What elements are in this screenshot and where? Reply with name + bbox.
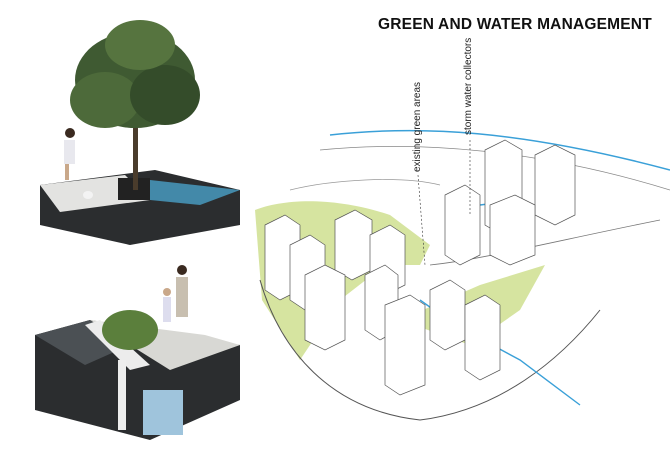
people-walking-icon	[163, 265, 188, 322]
leader-line-green	[417, 174, 426, 266]
tree-section-illustration	[40, 20, 240, 245]
planter-section-illustration	[35, 265, 240, 440]
person-walking-dog-icon	[64, 128, 93, 199]
masterplan-axonometric	[255, 129, 670, 421]
page-title: GREEN AND WATER MANAGEMENT	[378, 16, 652, 33]
label-existing-green-areas: existing green areas	[412, 82, 423, 172]
river-line	[329, 129, 670, 171]
buildings	[264, 139, 576, 396]
label-storm-water-collectors: storm water collectors	[463, 38, 474, 135]
tree-icon	[70, 20, 200, 128]
stone-storage-icon	[143, 390, 183, 435]
plants-icon	[102, 310, 158, 350]
